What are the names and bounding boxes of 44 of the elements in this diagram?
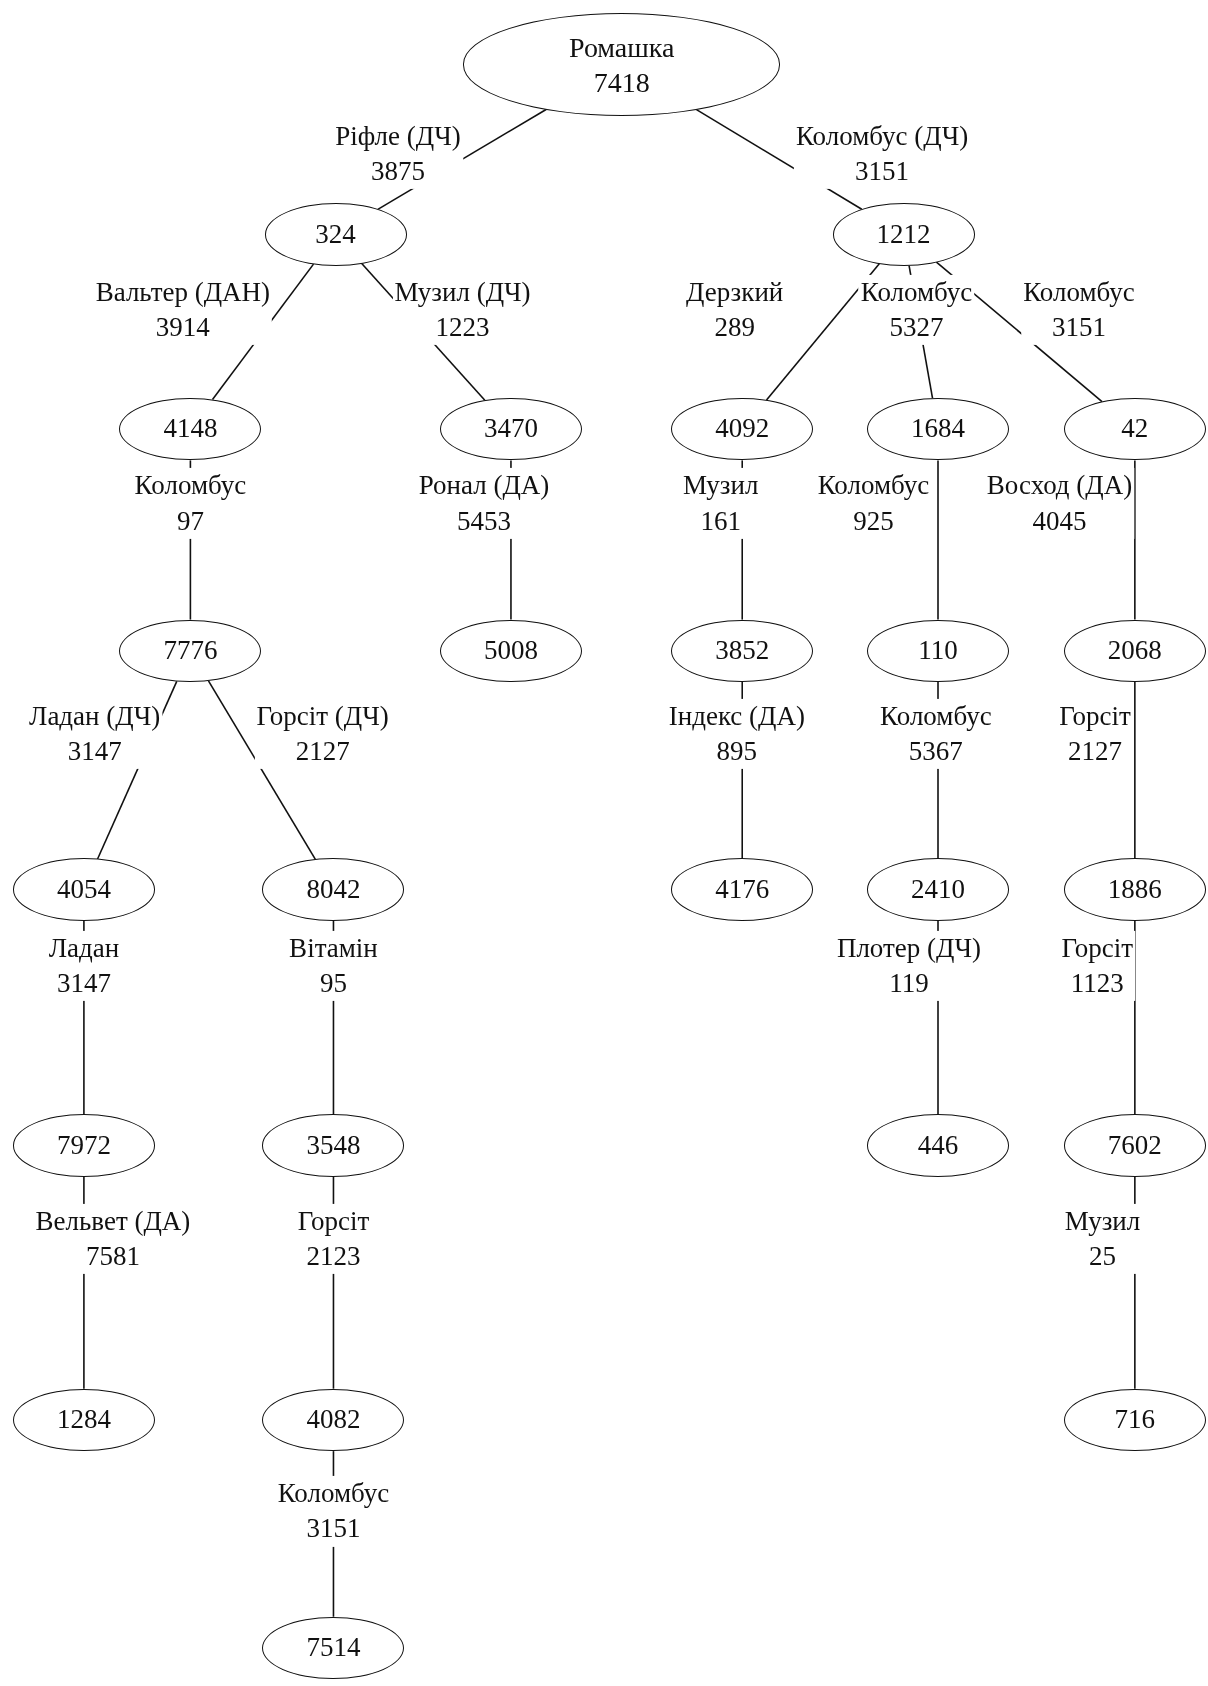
node-label: 3470 [483,412,538,446]
node-label: 4092 [715,412,770,446]
node-label: 2068 [1107,633,1162,667]
connector-line [1134,681,1136,860]
edge-label: Вітамін 95 [287,930,380,1002]
edge-label: Горсіт 1123 [1059,930,1135,1002]
edge-label: Коломбус 5327 [858,274,975,345]
node-label: 4148 [163,412,218,446]
node-label: 1886 [1107,872,1162,906]
node-label: 716 [1114,1403,1156,1436]
edge-label: Коломбус 3151 [275,1476,392,1547]
edge-label: Ладан 3147 [46,930,122,1002]
connector-line [937,459,939,621]
node-label: 2410 [911,872,965,906]
node-label: 4082 [306,1403,361,1436]
node-label: 1284 [56,1403,111,1436]
edge-label: Горсіт 2123 [295,1204,372,1275]
node-label: 3548 [306,1128,361,1162]
edge-label: Музил 161 [681,468,761,539]
node-label: 3852 [715,633,770,667]
node-label: 7776 [163,633,218,667]
node-label: 324 [315,217,356,251]
node-label: 4176 [715,872,770,906]
edge-label: Ронал (ДА) 5453 [416,468,552,539]
connector-line [1134,459,1136,621]
node-label: 4054 [56,872,111,906]
node-label: 1212 [876,217,931,251]
node-label: 7418 [593,65,650,100]
node-label: 7514 [306,1631,361,1665]
node-label: 110 [918,633,958,667]
edge-label: Коломбус 5367 [878,698,994,769]
node-label: 7602 [1107,1128,1162,1162]
node-label: 42 [1121,412,1149,446]
edge-label: Індекс (ДА) 895 [666,698,807,769]
edge-label: Коломбус 97 [132,468,249,539]
node-label: 5008 [483,633,538,667]
node-label: Ромашка [569,30,675,65]
edge-label: Плотер (ДЧ) 119 [834,930,983,1002]
edge-label: Музил 25 [1062,1204,1143,1275]
edge-label: Вельвет (ДА) 7581 [33,1204,193,1275]
node-label: 7972 [56,1128,111,1162]
node-label: 1684 [911,412,965,446]
node-label: 8042 [306,872,361,906]
node-label: 446 [917,1128,959,1162]
